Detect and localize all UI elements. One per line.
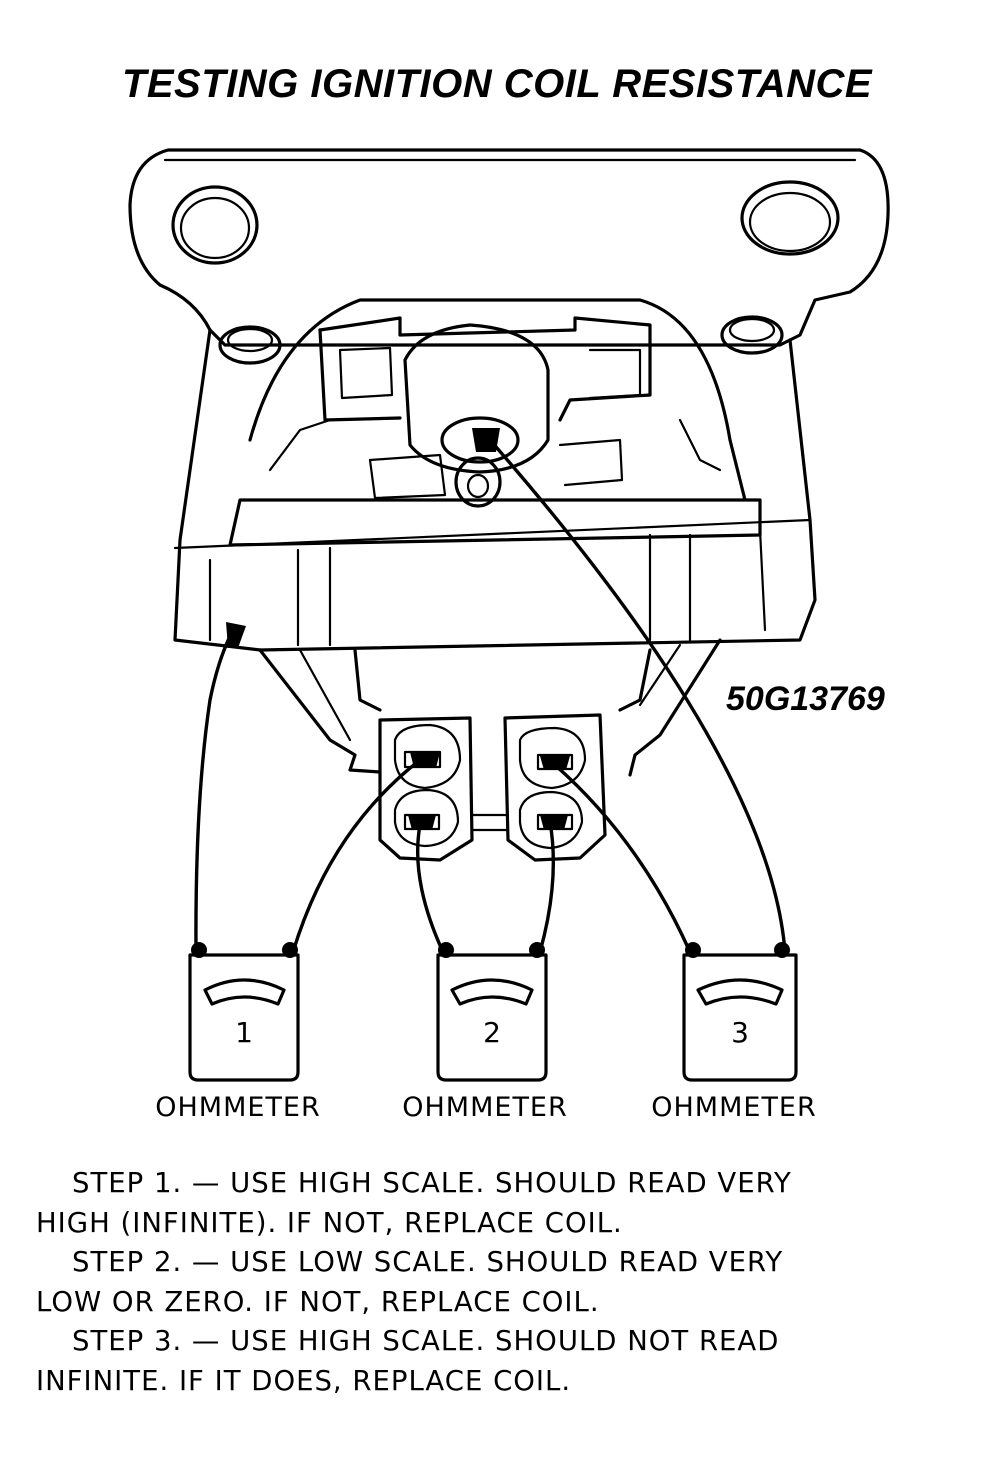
diagram-title: TESTING IGNITION COIL RESISTANCE [121, 62, 873, 106]
boss-left [218, 325, 282, 365]
ohmmeter-2 [436, 953, 548, 1082]
lead-1a [194, 630, 234, 954]
probe [540, 815, 568, 830]
connector-left [378, 716, 474, 862]
probe-secondary [472, 428, 500, 452]
clip [282, 942, 298, 958]
clip [529, 942, 545, 958]
primary-connectors [378, 713, 607, 862]
clip [191, 942, 207, 958]
meter-label-2: OHMMETER [402, 1092, 568, 1123]
step-1: STEP 1. — USE HIGH SCALE. SHOULD READ VE… [36, 1164, 966, 1243]
boss-right [720, 315, 784, 355]
step-3: STEP 3. — USE HIGH SCALE. SHOULD NOT REA… [36, 1322, 966, 1401]
high-tension-tower [403, 323, 550, 474]
meter-number-2: 2 [483, 1016, 501, 1049]
coil-body [173, 298, 817, 777]
lead-3a [553, 763, 692, 954]
step-1-line-1: STEP 1. — USE HIGH SCALE. SHOULD READ VE… [72, 1167, 792, 1199]
lead-3b [488, 438, 787, 954]
mounting-hole-left [171, 185, 259, 265]
ohmmeter-1 [188, 953, 300, 1082]
mounting-flange [128, 148, 890, 347]
step-2-line-1: STEP 2. — USE LOW SCALE. SHOULD READ VER… [72, 1246, 784, 1278]
probe-ground [226, 622, 246, 648]
meter-label-3: OHMMETER [651, 1092, 817, 1123]
meter-number-1: 1 [235, 1016, 253, 1049]
probe [410, 752, 440, 768]
step-2: STEP 2. — USE LOW SCALE. SHOULD READ VER… [36, 1243, 966, 1322]
lead-2b [538, 820, 556, 954]
step-3-line-1: STEP 3. — USE HIGH SCALE. SHOULD NOT REA… [72, 1325, 780, 1357]
part-number: 50G13769 [726, 680, 885, 718]
lead-1b [291, 758, 422, 954]
probe [540, 756, 570, 770]
test-leads [191, 428, 790, 958]
lead-2a [415, 823, 445, 954]
mounting-hole-right [740, 180, 840, 256]
step-2-line-2: LOW OR ZERO. IF NOT, REPLACE COIL. [36, 1285, 600, 1318]
ohmmeter-3 [682, 953, 798, 1082]
clip [774, 942, 790, 958]
clip [438, 942, 454, 958]
step-1-line-2: HIGH (INFINITE). IF NOT, REPLACE COIL. [36, 1206, 623, 1239]
clip [685, 942, 701, 958]
meter-label-1: OHMMETER [155, 1092, 321, 1123]
meter-number-3: 3 [731, 1016, 749, 1049]
instructions: STEP 1. — USE HIGH SCALE. SHOULD READ VE… [36, 1164, 966, 1401]
connector-right [503, 713, 607, 862]
step-3-line-2: INFINITE. IF IT DOES, REPLACE COIL. [36, 1364, 572, 1397]
probe [408, 815, 436, 830]
